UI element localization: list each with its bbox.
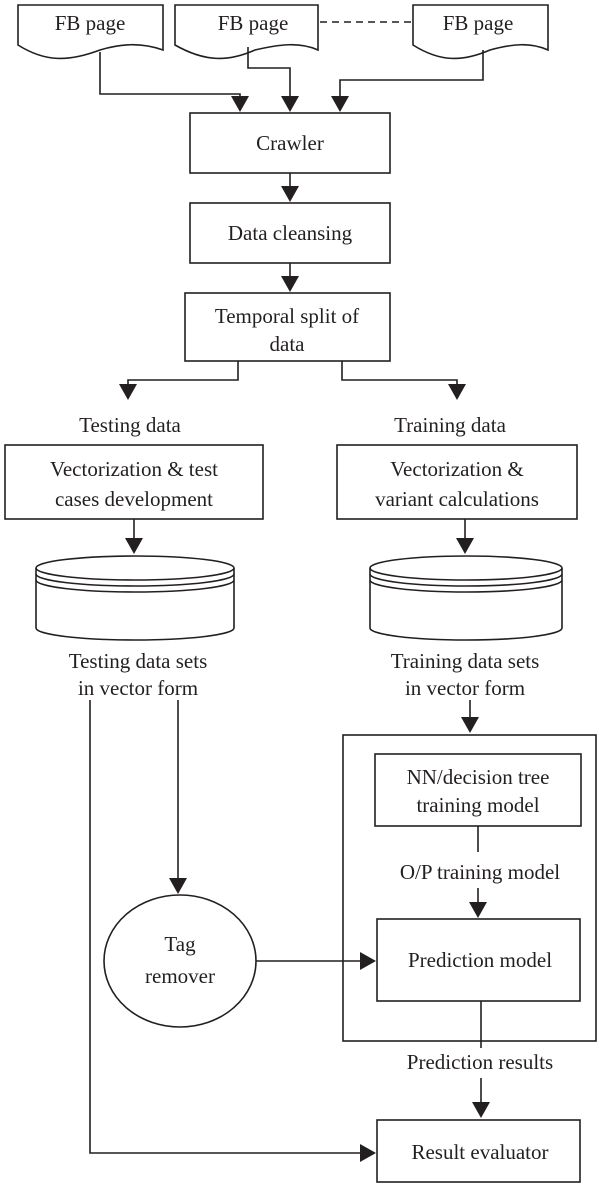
arrowhead bbox=[448, 384, 466, 400]
prediction-model-label: Prediction model bbox=[408, 948, 552, 972]
crawler-box bbox=[189, 112, 391, 174]
connector-fb1-crawler bbox=[99, 52, 241, 106]
nn-model-box bbox=[374, 753, 582, 827]
model-container-box bbox=[342, 734, 597, 1042]
arrowhead bbox=[469, 902, 487, 918]
temporal-split-label-2: data bbox=[270, 332, 306, 356]
arrowhead bbox=[461, 717, 479, 733]
temporal-split-box bbox=[184, 292, 391, 362]
result-evaluator-label: Result evaluator bbox=[411, 1140, 548, 1164]
arrowhead bbox=[360, 952, 376, 970]
vectorization-test-label-2: cases development bbox=[55, 487, 213, 511]
connector-fb3-crawler bbox=[339, 50, 484, 106]
vectorization-train-label-2: variant calculations bbox=[375, 487, 539, 511]
arrowhead bbox=[456, 538, 474, 554]
arrowhead bbox=[125, 538, 143, 554]
fb-page-doc-3: FB page bbox=[412, 4, 549, 60]
arrowhead bbox=[281, 276, 299, 292]
arrowhead bbox=[119, 384, 137, 400]
fb-page-label-3: FB page bbox=[443, 11, 514, 35]
prediction-results-label: Prediction results bbox=[407, 1050, 553, 1074]
data-cleansing-label: Data cleansing bbox=[228, 221, 353, 245]
connector-split-training bbox=[341, 361, 458, 390]
result-evaluator-box bbox=[376, 1119, 581, 1183]
vectorization-test-label-1: Vectorization & test bbox=[50, 457, 218, 481]
connector-testsets-evaluator bbox=[89, 700, 368, 1154]
tag-remover-label-2: remover bbox=[145, 964, 215, 988]
fb-page-label-1: FB page bbox=[55, 11, 126, 35]
fb-page-doc-2: FB page bbox=[174, 4, 319, 60]
testing-sets-label-1: Testing data sets bbox=[69, 649, 208, 673]
tag-remover-label-1: Tag bbox=[164, 932, 196, 956]
arrowhead bbox=[472, 1102, 490, 1118]
nn-model-label-1: NN/decision tree bbox=[407, 765, 550, 789]
training-data-label: Training data bbox=[394, 413, 506, 437]
testing-database-icon bbox=[35, 555, 235, 641]
fb-page-label-2: FB page bbox=[218, 11, 289, 35]
op-training-model-label: O/P training model bbox=[400, 860, 560, 884]
vectorization-train-label-1: Vectorization & bbox=[390, 457, 524, 481]
arrowhead bbox=[231, 96, 249, 112]
vectorization-train-box bbox=[336, 444, 578, 520]
arrowhead bbox=[331, 96, 349, 112]
arrowhead bbox=[281, 186, 299, 202]
testing-data-label: Testing data bbox=[79, 413, 181, 437]
nn-model-label-2: training model bbox=[416, 793, 539, 817]
training-database-icon bbox=[369, 555, 563, 641]
prediction-model-box bbox=[376, 918, 581, 1002]
data-cleansing-box bbox=[189, 202, 391, 264]
connector-fb2-crawler bbox=[247, 47, 291, 106]
training-sets-label-1: Training data sets bbox=[391, 649, 540, 673]
arrowhead bbox=[169, 878, 187, 894]
arrowhead bbox=[281, 96, 299, 112]
tag-remover-ellipse bbox=[103, 894, 257, 1028]
fb-page-doc-1: FB page bbox=[17, 4, 164, 60]
arrowhead bbox=[360, 1144, 376, 1162]
connector-split-testing bbox=[127, 361, 239, 390]
crawler-label: Crawler bbox=[256, 131, 324, 155]
training-sets-label-2: in vector form bbox=[405, 676, 525, 700]
testing-sets-label-2: in vector form bbox=[78, 676, 198, 700]
temporal-split-label-1: Temporal split of bbox=[215, 304, 359, 328]
